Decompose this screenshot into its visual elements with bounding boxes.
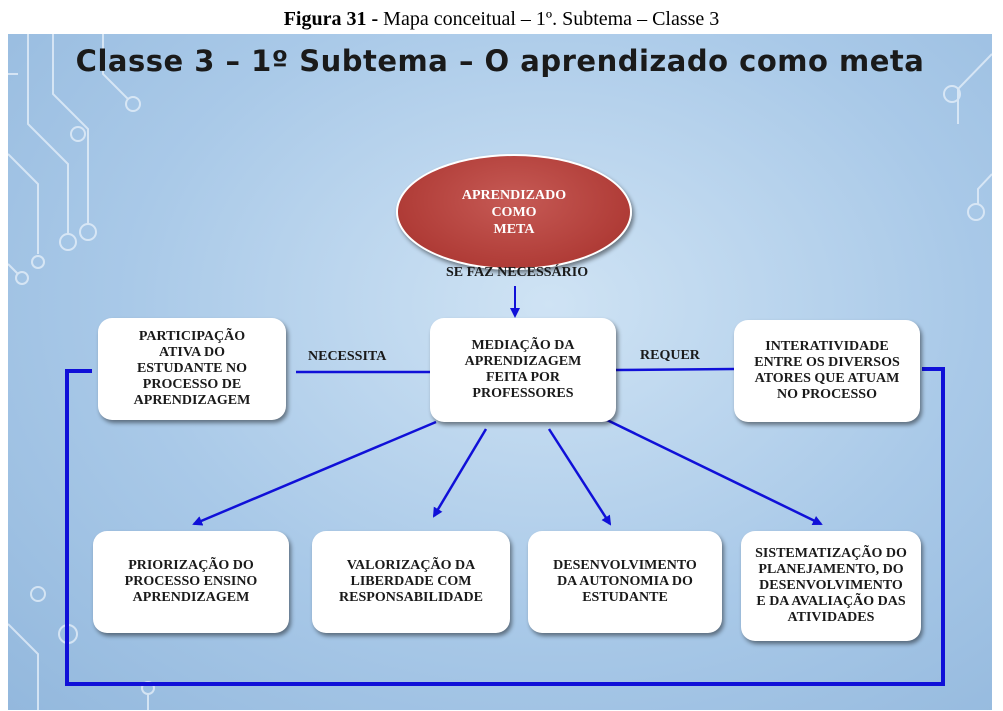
link-label-se-faz-necessario: SE FAZ NECESSÁRIO [446,265,589,280]
circuit-decoration [8,34,992,710]
figure-caption-text: Mapa conceitual – 1º. Subtema – Classe 3 [378,8,720,30]
slide-title: Classe 3 – 1º Subtema – O aprendizado co… [75,44,925,78]
line-center-to-right [614,367,735,372]
concept-interatividade: INTERATIVIDADE ENTRE OS DIVERSOS ATORES … [734,320,920,422]
arrow-center-to-b2 [432,428,488,518]
figure-caption-label: Figura 31 - [283,8,379,30]
concept-desenvolvimento-autonomia: DESENVOLVIMENTO DA AUTONOMIA DO ESTUDANT… [528,531,722,633]
feedback-loop-line [65,367,945,686]
connector-lines [65,232,945,686]
arrow-center-to-b3 [547,428,612,526]
concept-priorizacao: PRIORIZAÇÃO DO PROCESSO ENSINO APRENDIZA… [93,531,289,633]
concept-mediacao: MEDIAÇÃO DA APRENDIZAGEM FEITA POR PROFE… [430,318,616,422]
concept-sistematizacao: SISTEMATIZAÇÃO DO PLANEJAMENTO, DO DESEN… [741,531,921,641]
figure-caption: Figura 31 - Mapa conceitual – 1º. Subtem… [0,8,1003,31]
link-label-requer: REQUER [640,348,700,363]
concept-valorizacao: VALORIZAÇÃO DA LIBERDADE COM RESPONSABIL… [312,531,510,633]
concept-participacao: PARTICIPAÇÃO ATIVA DO ESTUDANTE NO PROCE… [98,318,286,420]
arrow-center-to-b1 [192,420,437,526]
link-label-necessita: NECESSITA [308,349,387,364]
root-concept-aprendizado: APRENDIZADO COMO META [396,154,632,270]
arrow-center-to-b4 [604,417,823,526]
concept-map-slide: Classe 3 – 1º Subtema – O aprendizado co… [8,34,992,710]
